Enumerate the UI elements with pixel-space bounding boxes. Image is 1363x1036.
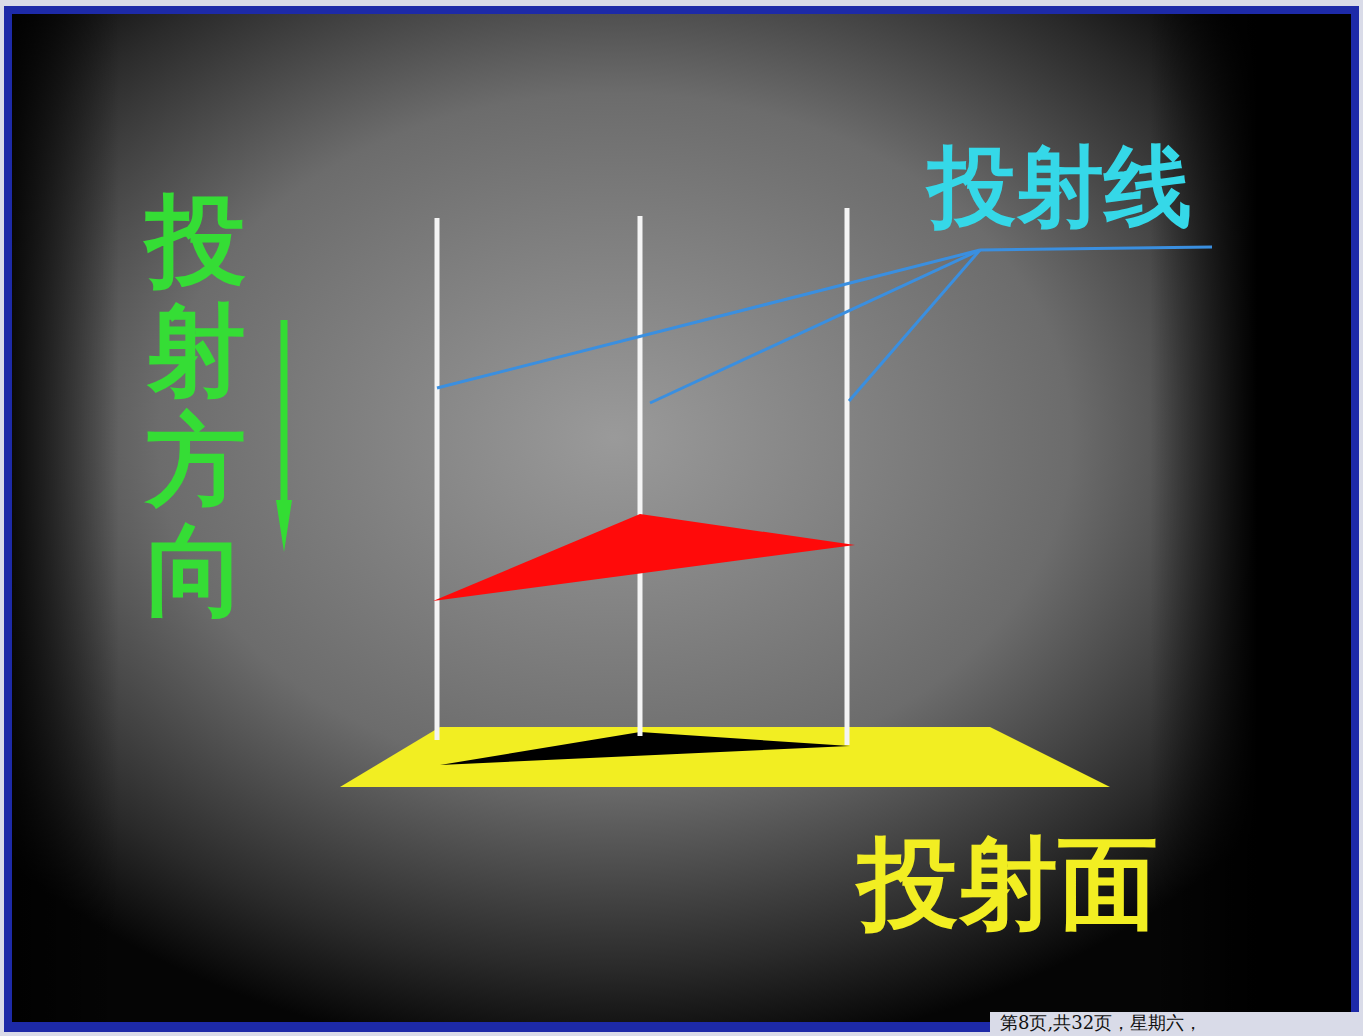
projection-line-label: 投射线 [928, 128, 1192, 247]
projection-plane-label: 投射面 [858, 818, 1158, 953]
page-footer: 第8页,共32页，星期六， [1000, 1011, 1202, 1035]
projection-direction-label: 投射方向 [146, 186, 246, 626]
